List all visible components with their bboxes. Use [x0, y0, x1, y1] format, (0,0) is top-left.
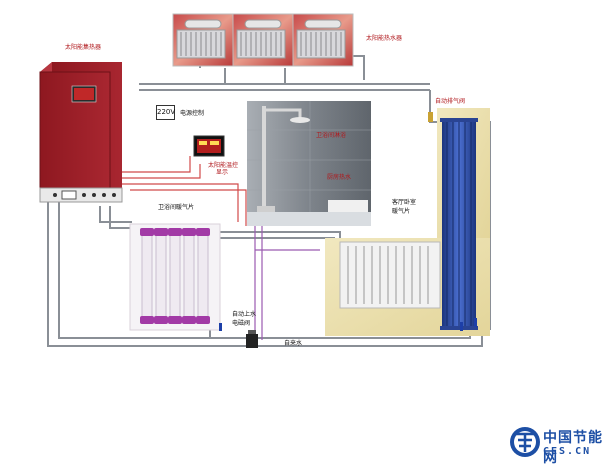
purple-pipes	[254, 226, 320, 340]
logo-text-en: CES.CN	[543, 446, 592, 457]
auto-fill-valve-label-line2: 电磁阀	[232, 320, 251, 327]
voltage-box: 220V	[156, 105, 175, 120]
auto-fill-valve-label: 自动上水	[232, 311, 257, 318]
blue-valve-icons	[219, 318, 477, 331]
logo-emblem-icon	[510, 427, 540, 457]
temp-display-label: 太阳能温控	[208, 162, 239, 169]
kitchen-hot-water-label: 厨房热水	[327, 174, 352, 181]
bathroom-shower-label: 卫浴间淋浴	[316, 132, 347, 139]
solar-panel-3-icon	[292, 13, 354, 67]
shower-icon	[247, 101, 371, 226]
solar-collector-label: 太阳能集热器	[65, 44, 102, 51]
bedroom-radiator-label-line2: 暖气片	[392, 208, 411, 215]
red-pipes	[120, 156, 247, 226]
power-control-label: 电源控制	[180, 110, 205, 117]
auto-vent-valve-label: 自动排气阀	[435, 98, 466, 105]
boiler-icon	[39, 62, 123, 203]
temp-display-label-line2: 显示	[216, 169, 229, 176]
solar-panel-1-icon	[172, 13, 234, 67]
valve-icon	[246, 330, 258, 348]
thermostat-display-icon	[193, 135, 225, 157]
radiator-icon	[129, 223, 221, 331]
solar-panel-2-icon	[232, 13, 294, 67]
blue-radiator-icon	[440, 118, 478, 330]
auto-vent-valve-icon	[428, 112, 433, 122]
bedroom-radiator-label: 客厅卧室	[392, 199, 417, 206]
solar-water-tank-label: 太阳能热水器	[366, 35, 403, 42]
tap-water-label: 自来水	[284, 340, 303, 347]
white-radiator-icon	[339, 241, 441, 309]
bathroom-radiator-label: 卫浴间暖气片	[158, 204, 195, 211]
